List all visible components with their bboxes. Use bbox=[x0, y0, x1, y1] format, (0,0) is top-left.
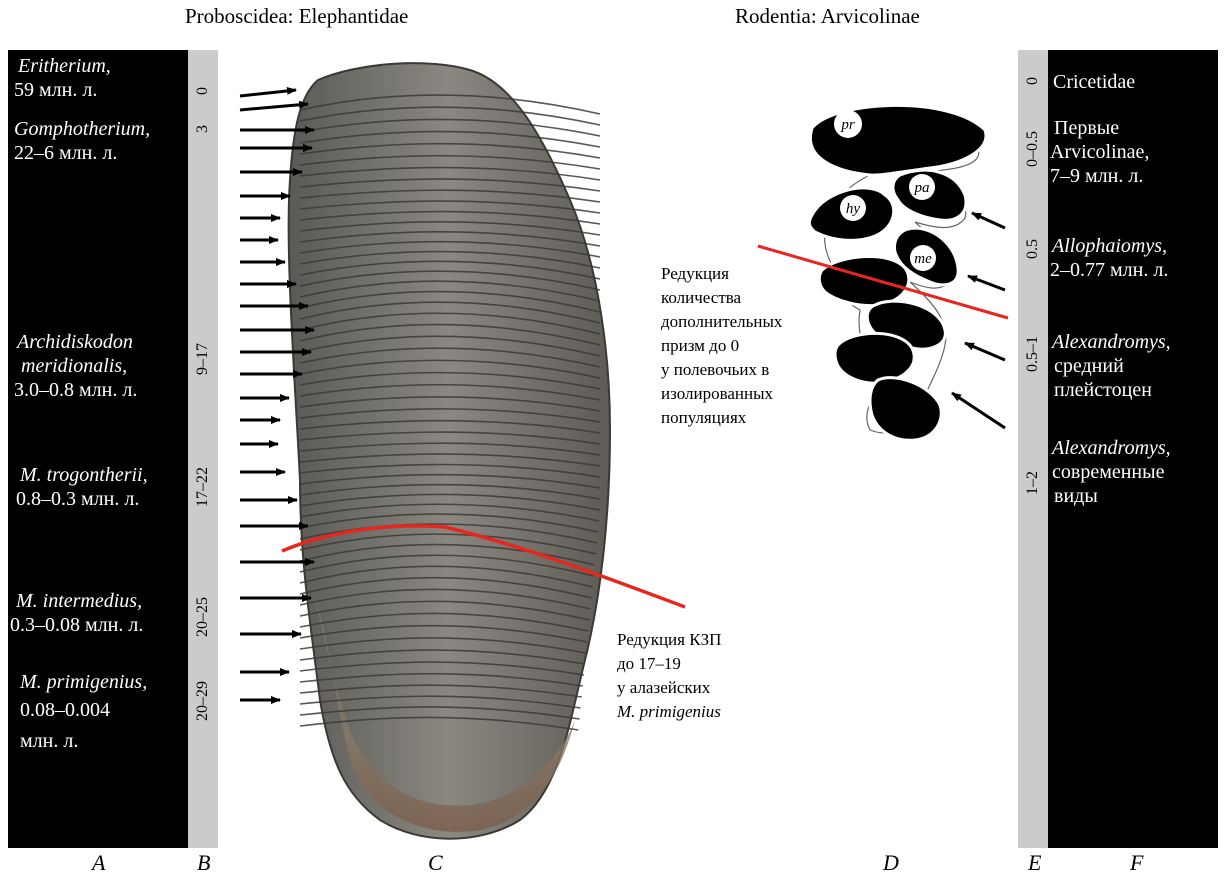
plate-arrow bbox=[240, 104, 308, 110]
mammoth-molar-image bbox=[289, 63, 610, 839]
prism-anterior-cap bbox=[870, 378, 941, 441]
prism-arrow-4 bbox=[952, 393, 1005, 428]
column-letter-b: B bbox=[197, 850, 210, 876]
prism-t7 bbox=[835, 333, 914, 383]
column-letter-e: E bbox=[1028, 850, 1041, 876]
prism-arrow-3 bbox=[965, 343, 1005, 360]
plate-arrow bbox=[240, 90, 296, 96]
prism-label-pa: pa bbox=[914, 180, 930, 196]
column-letter-a: A bbox=[92, 850, 105, 876]
prism-t5 bbox=[819, 256, 909, 305]
mammoth-reduction-annotation: Редукция КЗП до 17–19 у алазейских M. pr… bbox=[617, 628, 721, 724]
rodent-reduction-annotation: Редукция количества дополнительных призм… bbox=[661, 262, 782, 430]
prism-label-pr: pr bbox=[840, 117, 855, 133]
prism-arrow-2 bbox=[968, 276, 1005, 290]
prism-label-me: me bbox=[914, 251, 932, 267]
prism-label-hy: hy bbox=[846, 201, 861, 217]
vole-molar-diagram: pr pa hy me bbox=[758, 105, 1008, 440]
column-letter-f: F bbox=[1130, 850, 1143, 876]
column-letter-c: C bbox=[428, 850, 443, 876]
column-letter-d: D bbox=[883, 850, 899, 876]
prism-arrow-1 bbox=[972, 213, 1005, 228]
